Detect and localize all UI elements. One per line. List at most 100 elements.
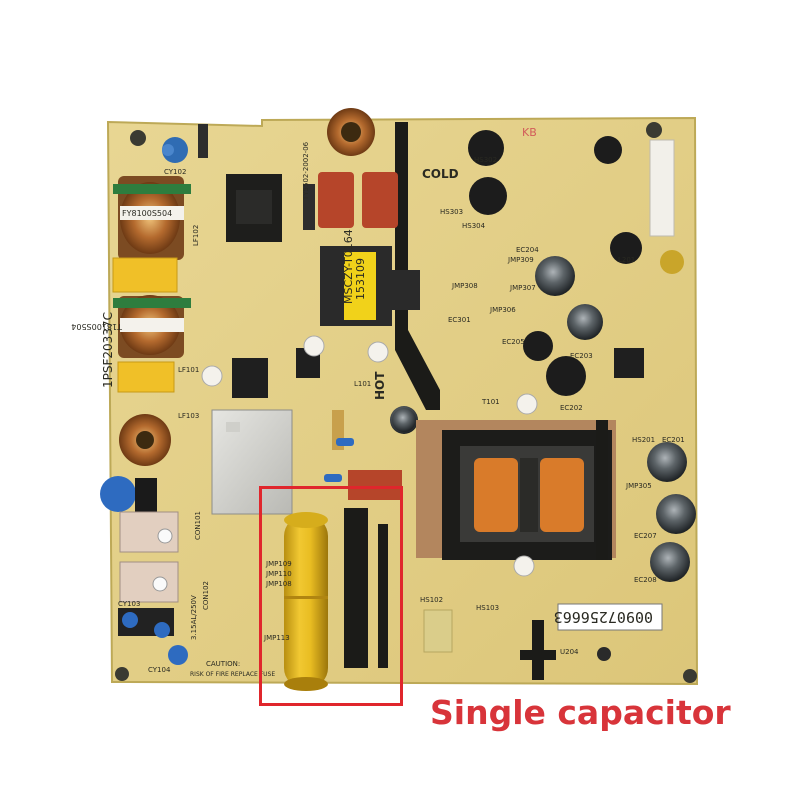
ac-connector — [119, 511, 179, 553]
y-capacitor — [168, 645, 188, 665]
inductor-black — [594, 136, 622, 164]
y-capacitor — [154, 622, 170, 638]
varistor — [100, 476, 136, 512]
y-capacitor — [162, 137, 188, 163]
main-transformer — [416, 420, 616, 560]
capacitor-highlight-box — [259, 486, 403, 706]
connector-pin — [157, 528, 173, 544]
film-capacitor — [318, 172, 354, 228]
mount-hole — [683, 669, 697, 683]
hs304-label: HS304 — [462, 222, 486, 230]
lf103-label: LF103 — [178, 412, 199, 420]
heatsink-bracket — [380, 270, 420, 310]
jmp306-label: JMP306 — [489, 306, 516, 314]
choke-label-mid: T18100S504 — [71, 322, 123, 331]
ec208-label: EC208 — [634, 576, 657, 584]
l101-label: L101 — [354, 380, 371, 388]
electrolytic-capacitor — [535, 256, 575, 296]
ty-code-label: TY5502-2002-06 — [302, 141, 310, 201]
electrolytic-capacitor-gold — [660, 250, 684, 274]
film-capacitor-small — [348, 470, 402, 500]
electrolytic-capacitor — [647, 442, 687, 482]
heatsink-plate — [211, 409, 293, 515]
pfc-inductor — [327, 108, 375, 156]
model-side-label: 1PSF20337C — [101, 312, 115, 388]
jmp305-label: JMP305 — [625, 482, 652, 490]
hot-label: HOT — [373, 371, 387, 400]
electrolytic-capacitor — [392, 408, 416, 432]
fuse — [198, 124, 208, 158]
isolation-slot — [378, 524, 388, 668]
diode — [303, 184, 315, 230]
jmp108-label: JMP108 — [265, 580, 292, 588]
jmp308-label: JMP308 — [451, 282, 478, 290]
lf101-label: LF101 — [178, 366, 199, 374]
smd-capacitor — [324, 474, 342, 482]
ec204-label: EC204 — [516, 246, 539, 254]
inductor-black — [468, 130, 504, 166]
transformer-part-label: MSCZY-T0164 — [342, 229, 355, 304]
con102-label: CON102 — [202, 581, 210, 610]
jmp307-label: JMP307 — [509, 284, 536, 292]
toroid-inductor — [119, 414, 171, 466]
standoff — [513, 555, 535, 577]
jmp309-label: JMP309 — [507, 256, 534, 264]
film-capacitor — [362, 172, 398, 228]
l201-label: L201 — [618, 256, 635, 264]
bulk-capacitor-yellow — [284, 512, 328, 691]
hs201-label: HS201 — [632, 436, 655, 444]
cy103-label: CY103 — [118, 600, 140, 608]
isolation-slot — [520, 650, 556, 660]
transformer-code-label: 153109 — [354, 258, 367, 300]
electrolytic-capacitor — [567, 304, 603, 340]
caption-label: Single capacitor — [430, 693, 731, 732]
electrolytic-capacitor — [650, 542, 690, 582]
standoff — [516, 393, 538, 415]
standoff — [303, 335, 325, 357]
t101-label: T101 — [481, 398, 500, 406]
caution-line: RISK OF FIRE REPLACE FUSE — [190, 671, 275, 678]
caution-label: CAUTION: — [206, 660, 240, 668]
ec207-label: EC207 — [634, 532, 657, 540]
jmp109-label: JMP109 — [265, 560, 292, 568]
inductor-black — [469, 177, 507, 215]
x-capacitor — [117, 361, 175, 393]
ec201-label: EC201 — [662, 436, 685, 444]
common-mode-choke — [113, 295, 191, 358]
ac-connector — [119, 561, 179, 603]
choke-label-top: FY8100S504 — [122, 209, 172, 218]
transistor — [597, 647, 611, 661]
standoff — [367, 341, 389, 363]
regulator — [614, 348, 644, 378]
y-capacitor — [162, 144, 174, 156]
serial-number: 00907256663 — [554, 608, 653, 626]
isolation-slot — [344, 508, 368, 668]
ec301-label: EC301 — [448, 316, 471, 324]
thermistor — [135, 478, 157, 514]
output-heatsink — [596, 420, 608, 560]
electrolytic-capacitor — [656, 494, 696, 534]
lf102-label: LF102 — [192, 225, 200, 246]
cy102-label: CY102 — [164, 168, 186, 176]
mount-hole — [130, 130, 146, 146]
jmp113-label: JMP113 — [263, 634, 290, 642]
standoff — [201, 365, 223, 387]
ec203-label: EC203 — [570, 352, 593, 360]
y-capacitor — [122, 612, 138, 628]
inductor-black — [546, 356, 586, 396]
fuse-rating-label: 3.15AL/250V — [190, 595, 198, 640]
smd-capacitor — [336, 438, 354, 446]
mount-hole — [115, 667, 129, 681]
ec202-label: EC202 — [560, 404, 583, 412]
connector-pin — [152, 576, 168, 592]
inductor-black — [523, 331, 553, 361]
hs302-label: HS302 — [474, 156, 497, 164]
cold-label: COLD — [422, 167, 459, 181]
common-mode-choke — [113, 176, 191, 260]
x-capacitor — [112, 257, 178, 293]
ec205-label: EC205 — [502, 338, 525, 346]
serial-sticker — [557, 603, 663, 631]
cy104-label: CY104 — [148, 666, 171, 674]
ic — [423, 609, 453, 653]
